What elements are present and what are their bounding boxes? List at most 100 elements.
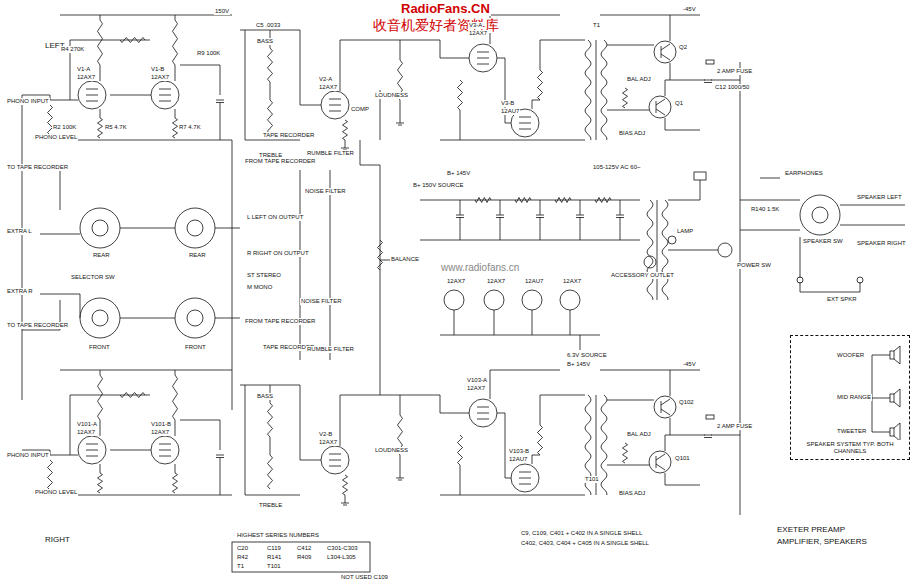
transistor-lead [661, 409, 670, 415]
component-label: 12AX7 [466, 385, 486, 392]
wire [420, 40, 469, 58]
component-label: C5 .0033 [255, 22, 281, 29]
wire [175, 464, 176, 473]
transistor-symbol [649, 96, 671, 118]
component-label: R RIGHT ON OUTPUT [246, 250, 310, 257]
component-label: R9 100K [196, 50, 221, 57]
capacitor-symbol [704, 435, 712, 436]
component-label: C20 [236, 545, 249, 552]
tube-grid [477, 413, 489, 414]
wire [580, 218, 581, 241]
component-label: R140 1.5K [750, 206, 780, 213]
resistor-symbol [595, 198, 611, 203]
wire [540, 200, 541, 215]
wire [70, 395, 150, 396]
ground-symbol [343, 505, 347, 506]
tube-grid [86, 95, 98, 96]
resistor-symbol [48, 460, 53, 490]
resistor-symbol [268, 455, 273, 489]
component-label: HIGHEST SERIES NUMBERS [236, 532, 320, 539]
speaker-symbol [890, 351, 894, 359]
wire [300, 170, 301, 360]
tube-envelope [469, 399, 497, 427]
wire [607, 45, 654, 46]
pilot-lamp [668, 236, 676, 244]
wire [800, 237, 801, 278]
wire [740, 230, 800, 231]
wire [460, 110, 461, 140]
wire [497, 413, 511, 478]
wire [532, 310, 533, 335]
tube-grid [159, 95, 171, 96]
tube-cathode [86, 456, 98, 457]
tube-cathode [519, 129, 531, 130]
wire [40, 234, 80, 235]
tube-plate [159, 89, 171, 90]
component-label: 12AU7 [524, 278, 544, 285]
component-label: PHONO INPUT [6, 98, 50, 105]
wire [245, 385, 300, 495]
wire [175, 15, 176, 20]
speaker-cone [894, 389, 900, 407]
transformer-core [596, 40, 597, 140]
component-label: RadioFans.CN [400, 2, 491, 16]
tube-grid [159, 450, 171, 451]
component-label: T101 [584, 476, 600, 483]
transformer-winding [601, 40, 607, 140]
component-label: BASS [256, 393, 274, 400]
component-label: V1-B [150, 66, 165, 73]
component-label: FRONT [88, 344, 111, 351]
tube-grid [477, 58, 489, 59]
component-label: Q102 [678, 399, 695, 406]
resistor-symbol [623, 443, 628, 463]
component-label: V3-A [468, 22, 483, 29]
wire [345, 495, 346, 500]
wire [668, 180, 700, 200]
component-label: R4 270K [60, 46, 85, 53]
component-label: 12AX7 [150, 429, 170, 436]
speaker-symbol [890, 394, 894, 402]
component-label: 12AX7 [318, 439, 338, 446]
power-switch [718, 243, 732, 257]
resistor-symbol [173, 473, 178, 493]
wire [760, 178, 780, 179]
wire [340, 395, 420, 446]
component-label: V2-A [318, 76, 333, 83]
selector-switch [80, 208, 120, 248]
component-label: ST STEREO [246, 272, 282, 279]
resistor-symbol [458, 435, 463, 465]
component-label: www.radiofans.cn [440, 262, 520, 273]
component-label: V101-B [150, 421, 172, 428]
component-label: Q101 [674, 455, 691, 462]
ground-rail [440, 140, 585, 141]
wire [665, 418, 670, 451]
resistor-symbol [268, 100, 273, 134]
wire [330, 170, 331, 360]
ground-symbol [400, 475, 401, 478]
ground-symbol [345, 145, 346, 148]
tube-envelope [321, 91, 349, 119]
wire [540, 218, 541, 241]
wire [620, 200, 621, 215]
tube-envelope [78, 81, 106, 109]
wire [400, 100, 401, 120]
transformer-winding [647, 200, 653, 300]
wire [400, 455, 401, 475]
wire [215, 318, 240, 319]
wire [100, 15, 101, 20]
wire [460, 218, 461, 241]
component-label: NOT USED C109 [340, 574, 389, 581]
wire [100, 109, 101, 118]
wire [665, 63, 670, 96]
wire [420, 395, 469, 413]
component-label: BAL ADJ [626, 76, 652, 83]
component-label: RUMBLE FILTER [306, 346, 355, 353]
ground-symbol [398, 480, 402, 481]
component-label: -45V [682, 6, 697, 13]
component-label: V103-B [508, 448, 530, 455]
component-label: NOISE FILTER [304, 188, 347, 195]
resistor-symbol [173, 118, 178, 138]
resistor-symbol [378, 240, 383, 270]
component-label: R7 4.7K [178, 124, 202, 131]
component-label: SELECTOR SW [70, 274, 116, 281]
